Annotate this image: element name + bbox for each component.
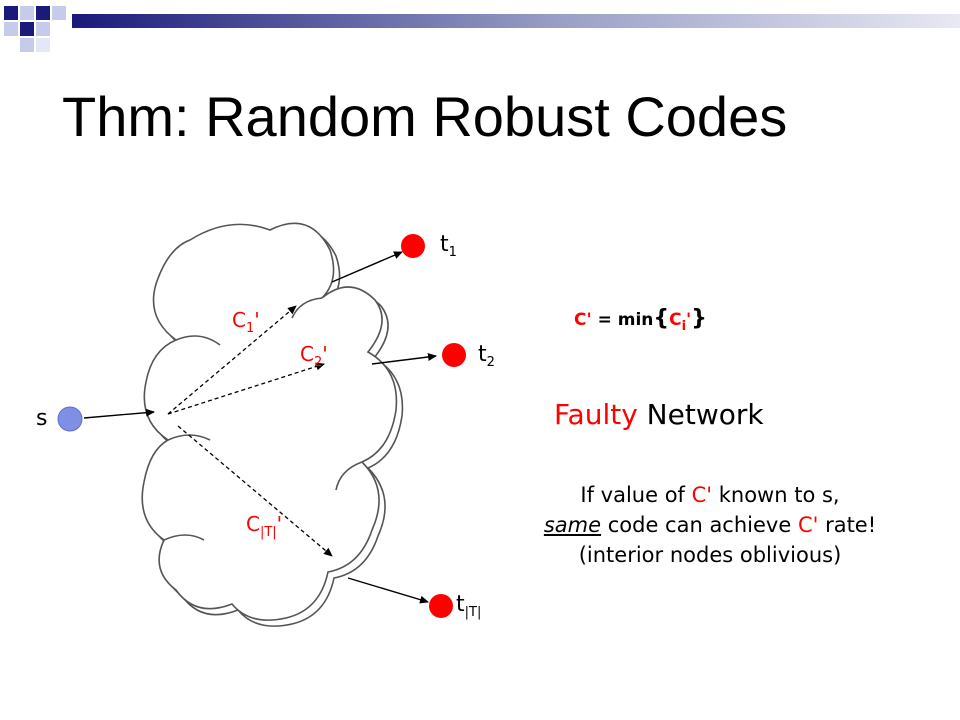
capacity-formula: C' = min{Ci'} xyxy=(574,306,707,334)
source-label: s xyxy=(36,406,48,431)
sink-label-t1: t1 xyxy=(440,232,457,260)
slide-title: Thm: Random Robust Codes xyxy=(62,85,788,148)
edge-s-to-network xyxy=(83,408,155,419)
path-label-c2: C2' xyxy=(300,342,328,370)
source-node xyxy=(57,406,83,432)
edge-to-t1 xyxy=(331,251,403,283)
note-line-3: (interior nodes oblivious) xyxy=(578,543,842,567)
faulty-network-label: Faulty Network xyxy=(554,398,764,431)
header-decoration xyxy=(4,6,960,52)
path-label-c1: C1' xyxy=(232,308,260,336)
sink-node-t2 xyxy=(442,343,466,367)
note-line-1: If value of C' known to s, xyxy=(580,483,840,507)
sink-node-t-last xyxy=(429,594,453,618)
cloud xyxy=(141,222,398,621)
path-c2 xyxy=(167,362,325,415)
sink-label-t2: t2 xyxy=(478,342,495,370)
edge-to-t2 xyxy=(371,353,437,365)
note-text: If value of C' known to s, same code can… xyxy=(500,480,920,570)
note-line-2: same code can achieve C' rate! xyxy=(543,513,877,537)
path-c-last xyxy=(177,425,333,557)
sink-node-t1 xyxy=(401,234,425,258)
path-label-c-last: C|T|' xyxy=(246,512,283,540)
sink-label-t-last: t|T| xyxy=(456,592,482,620)
edge-to-t-last xyxy=(347,577,429,604)
